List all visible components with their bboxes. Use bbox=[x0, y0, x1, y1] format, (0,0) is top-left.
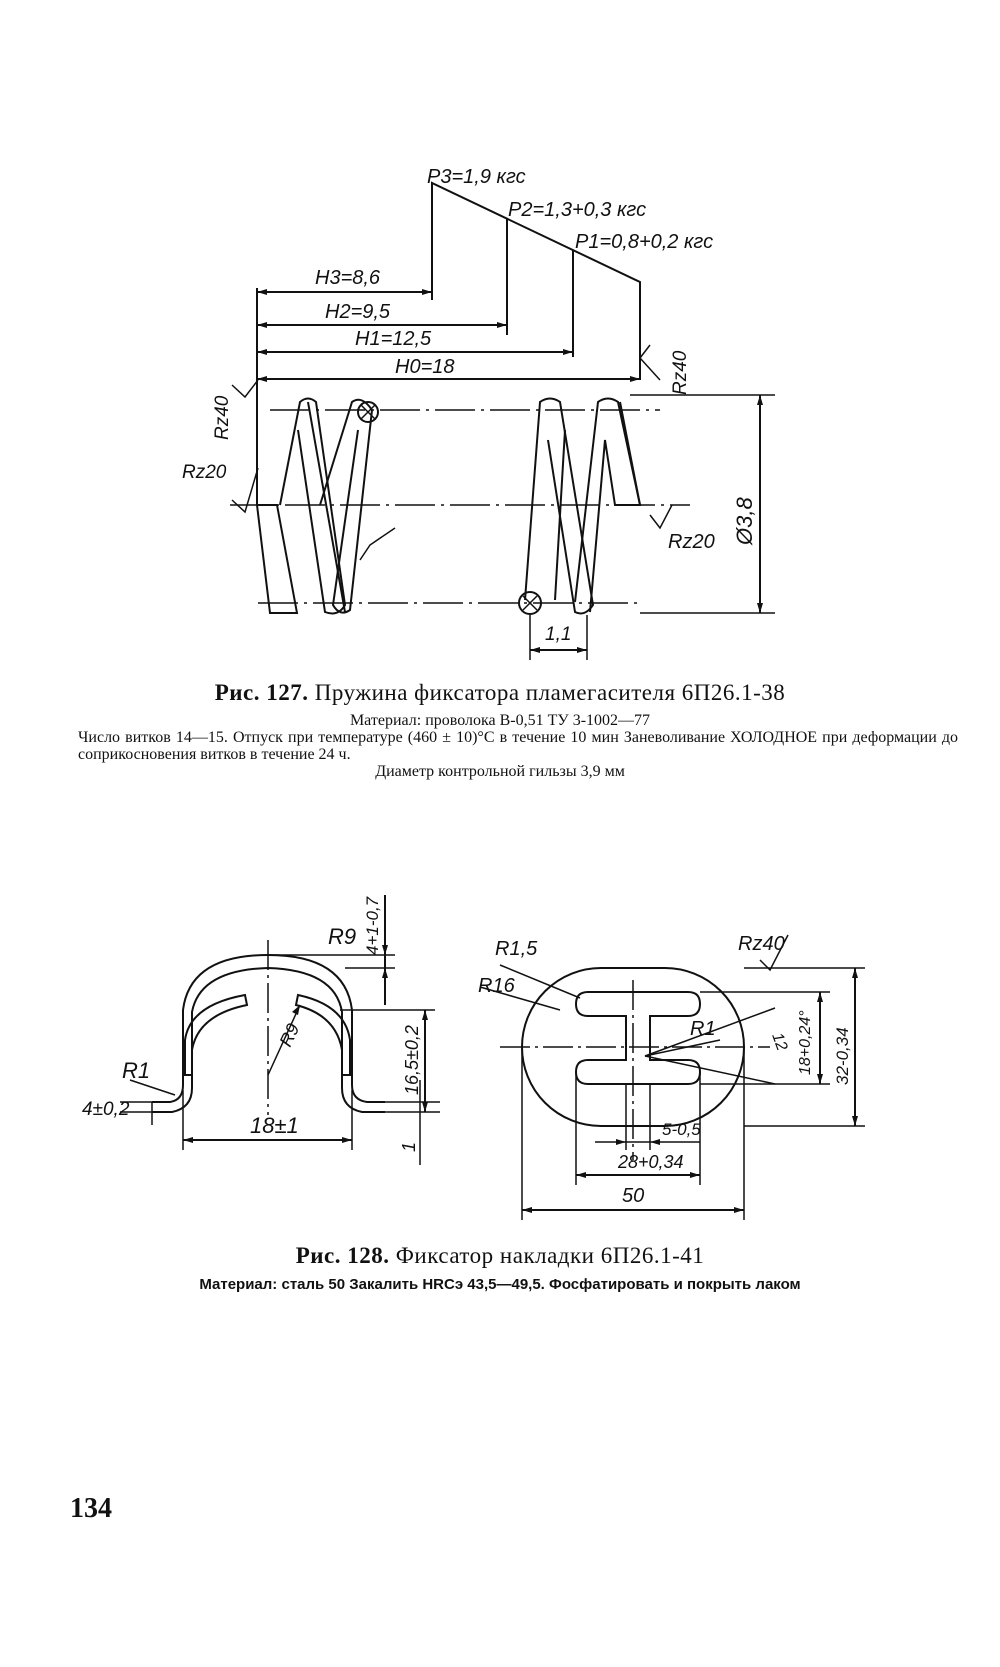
dim-r1-right: R1 bbox=[690, 1018, 716, 1040]
figure-127-material: Материал: проволока В-0,51 ТУ 3-1002—77 bbox=[349, 712, 651, 729]
figure-128-title: Рис. 128. Фиксатор накладки 6П26.1-41 bbox=[0, 1243, 1000, 1269]
dim-r16: R16 bbox=[478, 975, 516, 997]
dim-diameter: Ø3,8 bbox=[732, 497, 757, 546]
dim-h2: H2=9,5 bbox=[325, 301, 391, 323]
dim-pitch: 1,1 bbox=[545, 624, 571, 645]
dim-thickness: 4±0,2 bbox=[82, 1099, 130, 1120]
dim-28: 28+0,34 bbox=[617, 1152, 684, 1172]
dim-h1: H1=12,5 bbox=[355, 328, 432, 350]
dim-r15: R1,5 bbox=[495, 938, 538, 960]
figure-127-drawing: P3=1,9 кгс P2=1,3+0,3 кгс P1=0,8+0,2 кгс… bbox=[182, 166, 775, 660]
figure-128-label: Рис. 128. bbox=[295, 1243, 390, 1268]
figure-127-notes: Число витков 14—15. Отпуск при температу… bbox=[78, 729, 958, 763]
figure-127-title: Рис. 127. Пружина фиксатора пламегасител… bbox=[0, 680, 1000, 706]
dim-h3: H3=8,6 bbox=[315, 267, 381, 289]
figure-128-title-text: Фиксатор накладки 6П26.1-41 bbox=[395, 1243, 705, 1268]
dim-h0: H0=18 bbox=[395, 356, 455, 378]
dim-5: 5-0,5 bbox=[662, 1120, 701, 1139]
dim-r9-inner: R9 bbox=[275, 1020, 303, 1049]
dim-one: 1 bbox=[399, 1142, 419, 1152]
dim-32: 32-0,34 bbox=[833, 1027, 852, 1085]
load-p2-label: P2=1,3+0,3 кгс bbox=[508, 199, 646, 221]
load-p1-label: P1=0,8+0,2 кгс bbox=[575, 231, 713, 253]
figure-127-label: Рис. 127. bbox=[214, 680, 309, 705]
dim-width: 18±1 bbox=[250, 1113, 299, 1138]
dim-12: 12 bbox=[768, 1031, 790, 1054]
rz20-right-label: Rz20 bbox=[668, 531, 715, 553]
rz40-right-label: Rz40 bbox=[670, 350, 691, 395]
dim-18: 18+0,24° bbox=[797, 1010, 814, 1075]
figure-128-drawing: R9 4+1-0,7 R9 16,5±0,2 R1 4±0,2 18±1 1 R… bbox=[82, 895, 865, 1220]
figure-128-material: Материал: сталь 50 Закалить HRCэ 43,5—49… bbox=[199, 1276, 801, 1293]
page-number: 134 bbox=[70, 1493, 112, 1524]
dim-50: 50 bbox=[622, 1185, 644, 1207]
load-p3-label: P3=1,9 кгс bbox=[427, 166, 526, 188]
rz40-left-label: Rz40 bbox=[212, 395, 233, 440]
rz40-label: Rz40 bbox=[738, 933, 785, 955]
dim-height-tolerance: 4+1-0,7 bbox=[363, 896, 382, 955]
figure-127-gauge: Диаметр контрольной гильзы 3,9 мм bbox=[375, 763, 625, 780]
dim-r9-top: R9 bbox=[328, 924, 356, 949]
dim-height: 16,5±0,2 bbox=[402, 1025, 422, 1095]
rz20-left-label: Rz20 bbox=[182, 462, 227, 483]
figure-127-title-text: Пружина фиксатора пламегасителя 6П26.1-3… bbox=[314, 680, 786, 705]
dim-r1-left: R1 bbox=[122, 1058, 150, 1083]
